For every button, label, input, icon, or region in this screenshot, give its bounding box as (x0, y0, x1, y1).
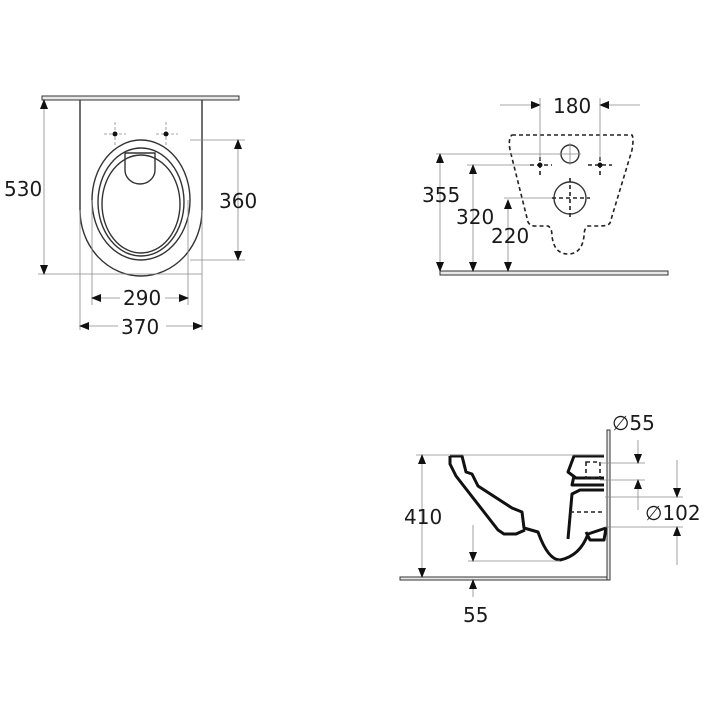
seat-inner (101, 154, 181, 254)
pan-profile-outer (450, 454, 608, 562)
wall-strip (606, 429, 611, 581)
floor-strip (399, 576, 611, 581)
dim-floor-clearance: 55 (463, 603, 488, 627)
seat-outer (91, 139, 191, 261)
dim-outlet-diameter: ∅102 (645, 501, 701, 525)
pan-silhouette (508, 134, 634, 255)
trap-top (570, 475, 604, 487)
dim-fixing-bolt-height: 320 (456, 205, 494, 229)
side-view: ∅55 ∅102 410 55 (399, 411, 701, 627)
dim-rim-height: 410 (404, 505, 442, 529)
dim-bowl-opening-length: 360 (219, 189, 257, 213)
pan-bowl-inner (448, 456, 526, 536)
floor-strip (439, 270, 669, 276)
dim-outlet-height: 220 (491, 224, 529, 248)
hinge-cover (124, 152, 156, 185)
dim-fixing-bolt-spacing: 180 (553, 94, 591, 118)
pan-outline (79, 100, 203, 277)
trapway (566, 488, 604, 540)
rear-view: 180 355 320 220 (422, 94, 669, 276)
seat-mid (97, 147, 185, 257)
wall-strip (41, 95, 240, 101)
dim-bowl-opening-width: 290 (123, 286, 161, 310)
dim-overall-width: 370 (121, 315, 159, 339)
dim-water-inlet-height: 355 (422, 183, 460, 207)
inlet-hidden (585, 461, 601, 479)
top-view: 530 360 290 370 (4, 95, 257, 339)
inlet-horn (566, 454, 604, 480)
dim-overall-length: 530 (4, 177, 42, 201)
dim-inlet-diameter: ∅55 (612, 411, 655, 435)
